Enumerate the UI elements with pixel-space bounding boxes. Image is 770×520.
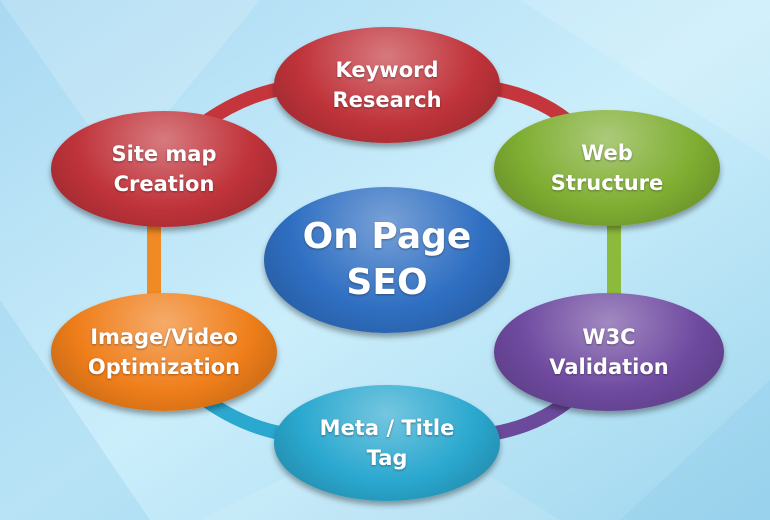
node-label-line1: Image/Video [90,325,238,349]
node-label-line2: Tag [366,446,408,470]
node-label-line2: Structure [550,171,664,195]
center-label-line2: SEO [346,262,428,303]
node-site-map-creation: Site map Creation [51,111,277,227]
node-label-line1: Meta / Title [319,416,455,440]
node-label-line1: Site map [111,142,217,166]
node-label-line1: W3C [582,325,636,349]
node-meta-title-tag: Meta / Title Tag [274,385,500,501]
node-label-line2: Validation [549,355,669,379]
node-keyword-research: Keyword Research [274,27,500,143]
center-node-on-page-seo: On Page SEO [264,187,510,333]
center-label-line1: On Page [302,216,472,257]
node-web-structure: Web Structure [494,110,720,226]
node-w3c-validation: W3C Validation [494,293,724,411]
node-label-line1: Keyword [335,58,439,82]
node-label-line2: Research [332,88,442,112]
node-label-line1: Web [581,141,633,165]
node-label-line2: Creation [113,172,215,196]
node-image-video-optimization: Image/Video Optimization [51,293,277,411]
node-label-line2: Optimization [87,355,241,379]
